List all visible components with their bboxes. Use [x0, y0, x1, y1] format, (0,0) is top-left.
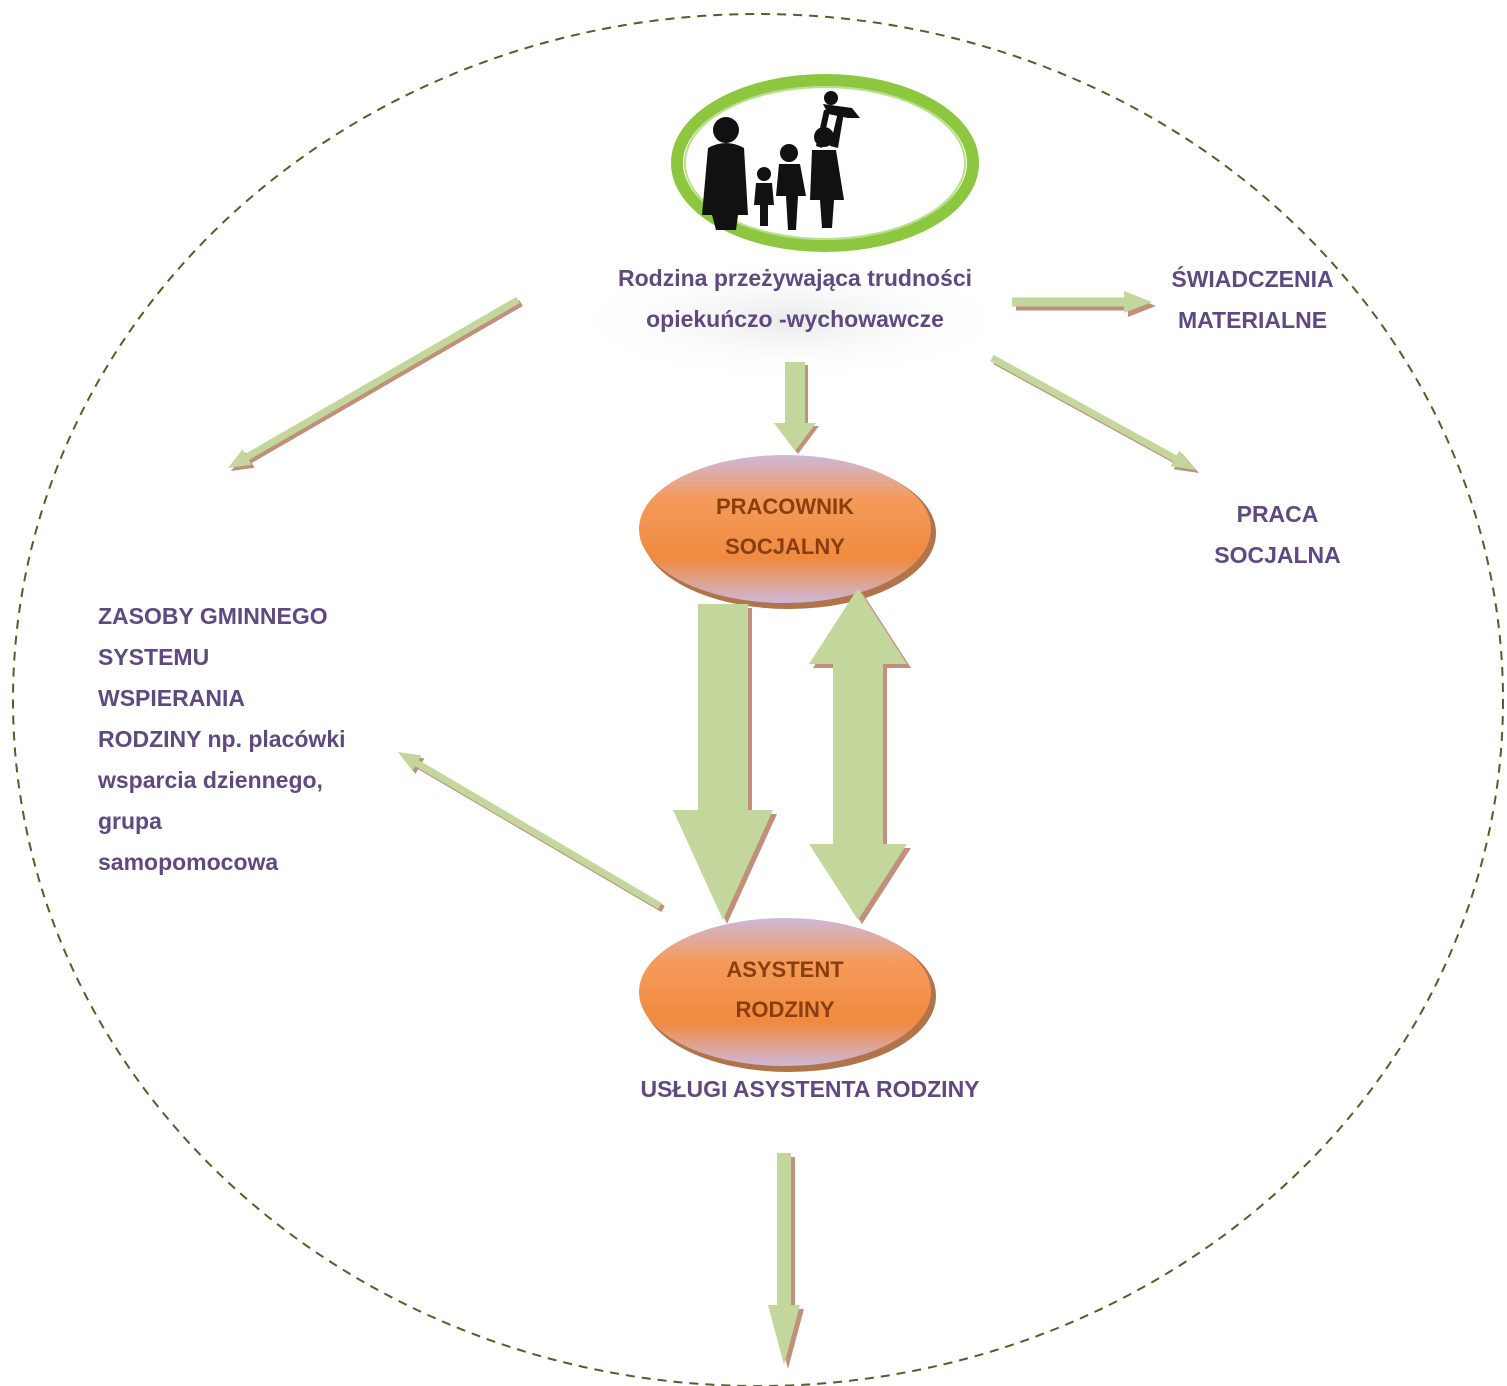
- boundary-ellipse: [12, 13, 1504, 1386]
- municipal-resources-line: grupa: [98, 808, 162, 834]
- social-work-line2: SOCJALNA: [1214, 542, 1341, 568]
- social-worker-text: PRACOWNIK SOCJALNY: [660, 487, 910, 567]
- arrow-family-to-benefits: [1012, 291, 1152, 313]
- family-assistant-line2: RODZINY: [735, 997, 835, 1022]
- family-title-line1: Rodzina przeżywająca trudności: [617, 265, 973, 291]
- material-benefits-line1: ŚWIADCZENIA: [1171, 266, 1334, 292]
- arrow-family-to-worker: [774, 362, 816, 451]
- arrow-worker-assistant-double: [809, 588, 907, 920]
- social-worker-line1: PRACOWNIK: [715, 494, 855, 519]
- municipal-resources-label: ZASOBY GMINNEGO SYSTEMU WSPIERANIA RODZI…: [98, 596, 398, 883]
- municipal-resources-line: ZASOBY GMINNEGO: [98, 603, 328, 629]
- social-work-line1: PRACA: [1236, 501, 1319, 527]
- social-work-label: PRACA SOCJALNA: [1180, 494, 1375, 576]
- arrows-group: [228, 291, 1199, 1369]
- social-worker-line2: SOCJALNY: [725, 534, 845, 559]
- municipal-resources-line: samopomocowa: [98, 849, 279, 875]
- family-assistant-text: ASYSTENT RODZINY: [660, 950, 910, 1030]
- material-benefits-label: ŚWIADCZENIA MATERIALNE: [1140, 259, 1365, 341]
- social-worker-node: [639, 455, 936, 609]
- municipal-resources-line: RODZINY np. placówki: [98, 726, 346, 752]
- arrow-family-to-socialwork: [990, 354, 1196, 470]
- arrow-assistant-to-resources: [398, 752, 662, 909]
- arrow-worker-to-assistant: [673, 604, 773, 920]
- municipal-resources-line: SYSTEMU: [98, 644, 210, 670]
- family-title: Rodzina przeżywająca trudności opiekuńcz…: [560, 258, 1030, 340]
- arrow-assistant-downward: [768, 1153, 800, 1365]
- family-assistant-line1: ASYSTENT: [726, 957, 844, 982]
- title-glow: [560, 255, 1020, 385]
- municipal-resources-line: WSPIERANIA: [98, 685, 245, 711]
- assistant-services-label: USŁUGI ASYSTENTA RODZINY: [640, 1076, 980, 1102]
- family-silhouette-icon: [671, 74, 979, 252]
- municipal-resources-line: wsparcia dziennego,: [98, 767, 323, 793]
- arrow-family-to-resources: [228, 297, 520, 468]
- family-assistant-node: [639, 918, 936, 1072]
- family-title-line2: opiekuńczo -wychowawcze: [646, 306, 944, 332]
- material-benefits-line2: MATERIALNE: [1177, 307, 1328, 333]
